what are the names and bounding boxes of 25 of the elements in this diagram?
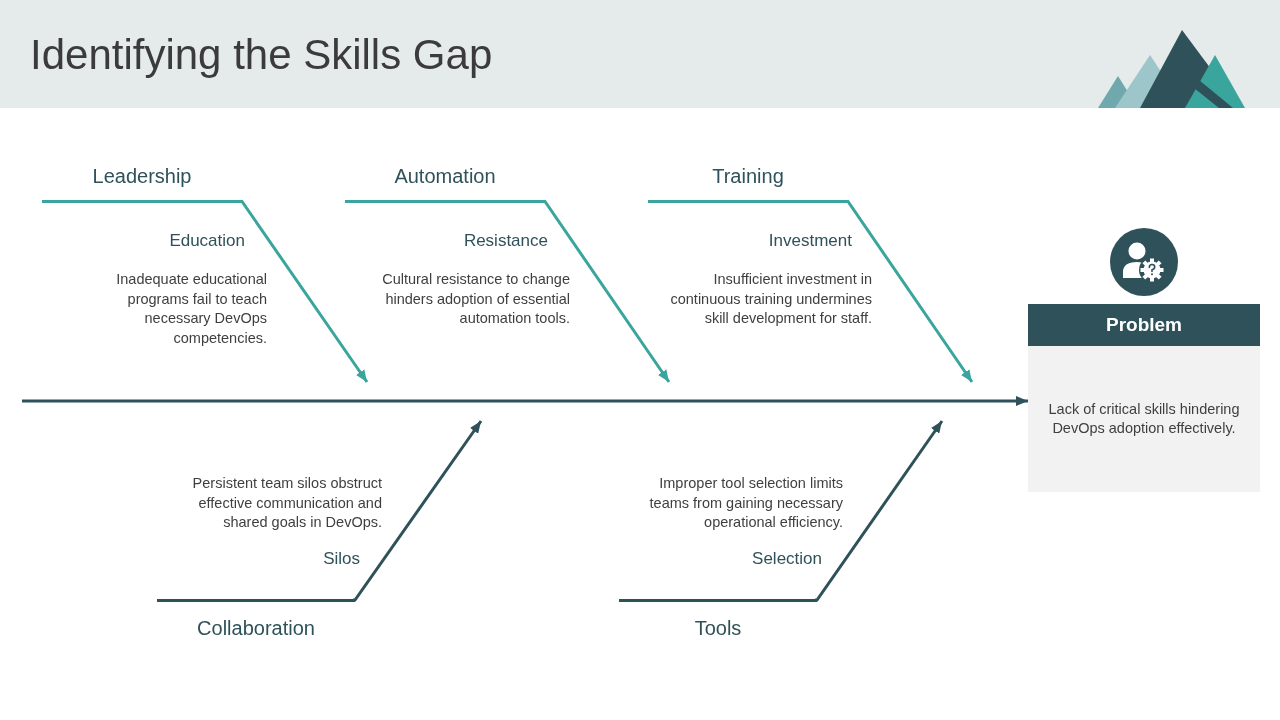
subcause-label: Selection xyxy=(752,548,822,570)
cause-description: Improper tool selection limits teams from gaining necessary operational efficiency. xyxy=(648,474,843,532)
category-label: Automation xyxy=(394,164,496,189)
arrow xyxy=(845,200,974,383)
problem-card xyxy=(1028,304,1260,492)
arrow xyxy=(22,396,1028,406)
subcause-label: Silos xyxy=(323,548,360,570)
category-label: Collaboration xyxy=(197,615,315,641)
problem-description: Lack of critical skills hindering DevOps adoption effectively. xyxy=(1047,399,1241,438)
subcause-label: Investment xyxy=(768,230,852,252)
subcause-label: Resistance xyxy=(463,230,548,252)
cause-description: Insufficient investment in continuous training undermines skill development for staff. xyxy=(669,270,872,328)
category-label: Leadership xyxy=(92,164,192,189)
arrow xyxy=(542,200,671,383)
slide-title: Identifying the Skills Gap xyxy=(30,30,493,80)
cause-description: Cultural resistance to change hinders adoption of essential automation tools. xyxy=(381,270,570,328)
cause-description: Persistent team silos obstruct effective communication and shared goals in DevOps. xyxy=(191,474,382,532)
category-label: Tools xyxy=(694,615,742,641)
arrow xyxy=(352,420,483,602)
subcause-label: Education xyxy=(169,230,245,252)
category-label: Training xyxy=(712,164,784,189)
card-header: Problem xyxy=(1028,304,1260,346)
cause-description: Inadequate educational programs fail to teach necessary DevOps competencies. xyxy=(115,270,267,348)
arrow xyxy=(814,420,944,602)
arrow xyxy=(239,200,369,383)
